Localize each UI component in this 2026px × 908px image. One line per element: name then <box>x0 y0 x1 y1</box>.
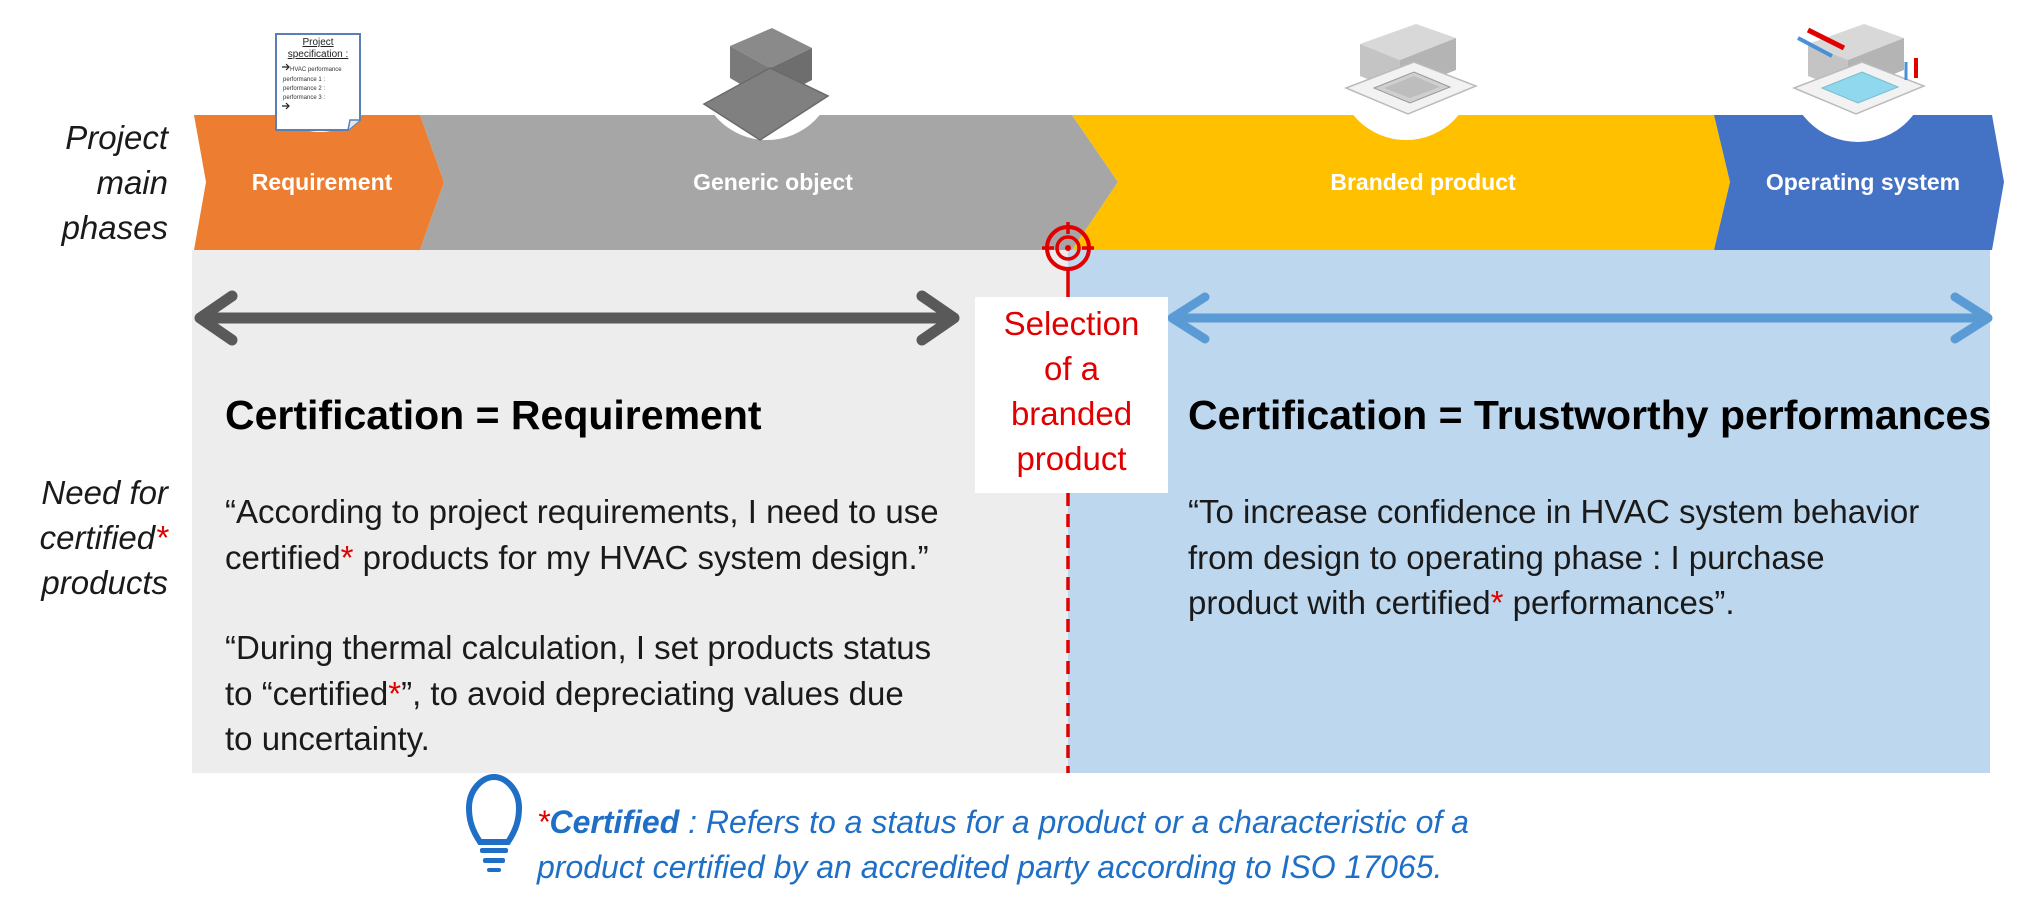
cassette-unit-airflow-icon <box>1791 24 1927 115</box>
left-paragraph-2: “During thermal calculation, I set produ… <box>225 629 932 757</box>
cassette-unit-icon <box>1343 24 1479 115</box>
selection-line: branded <box>1010 395 1133 432</box>
asterisk: * <box>537 804 550 840</box>
certified-footnote: *Certified : Refers to a status for a pr… <box>537 804 1469 885</box>
spec-doc-title: Project <box>302 37 333 48</box>
asterisk: * <box>155 519 168 556</box>
phase-label-generic-object: Generic object <box>693 169 853 195</box>
right-panel <box>1068 250 1990 773</box>
side-label-need-certified: Need for certified* products <box>40 470 168 605</box>
spec-doc-line-4: performance 3 : <box>283 95 325 101</box>
asterisk: * <box>388 674 402 712</box>
selection-line: product <box>1016 440 1127 477</box>
phase-chevron-generic-object <box>420 115 1118 250</box>
spec-doc-line-3: performance 2 : <box>283 86 325 92</box>
target-icon <box>1042 222 1094 271</box>
side-label-line: certified* <box>39 519 168 556</box>
side-label-line: products <box>41 564 168 601</box>
lightbulb-icon <box>465 773 523 872</box>
left-paragraph-1: “According to project requirements, I ne… <box>225 493 939 576</box>
phase-label-operating-system: Operating system <box>1766 169 1960 195</box>
project-spec-document-icon: Project specification : HVAC performance… <box>275 33 361 131</box>
phase-chevron-branded-product <box>1072 115 1730 250</box>
side-label-project-phases: Project main phases <box>62 115 168 250</box>
spec-doc-line-1: HVAC performance <box>290 67 342 73</box>
phase-chevron-operating-system <box>1714 115 2004 250</box>
right-double-arrow <box>1167 292 1993 344</box>
side-label-line: main <box>96 164 168 201</box>
left-heading: Certification = Requirement <box>225 392 762 438</box>
side-label-line: phases <box>61 209 168 246</box>
footnote-term: Certified <box>549 804 680 840</box>
asterisk: * <box>1490 584 1504 621</box>
spec-doc-title-2: specification : <box>288 49 349 60</box>
selection-line: of a <box>1043 350 1100 387</box>
side-label-line: Project <box>65 119 168 156</box>
asterisk: * <box>340 538 354 576</box>
side-label-line: Need for <box>41 474 168 511</box>
right-heading: Certification = Trustworthy performances <box>1188 392 1992 438</box>
phase-label-branded-product: Branded product <box>1330 169 1516 195</box>
spec-doc-line-2: performance 1 : <box>283 77 325 83</box>
phase-chevron-requirement <box>194 115 444 250</box>
selection-line: Selection <box>1003 305 1140 342</box>
phase-label-requirement: Requirement <box>252 169 393 195</box>
generic-box-icon <box>702 28 830 141</box>
left-double-arrow <box>194 290 960 346</box>
right-paragraph-1: “To increase confidence in HVAC system b… <box>1188 493 1920 621</box>
selection-callout: Selection of a branded product <box>975 297 1168 493</box>
